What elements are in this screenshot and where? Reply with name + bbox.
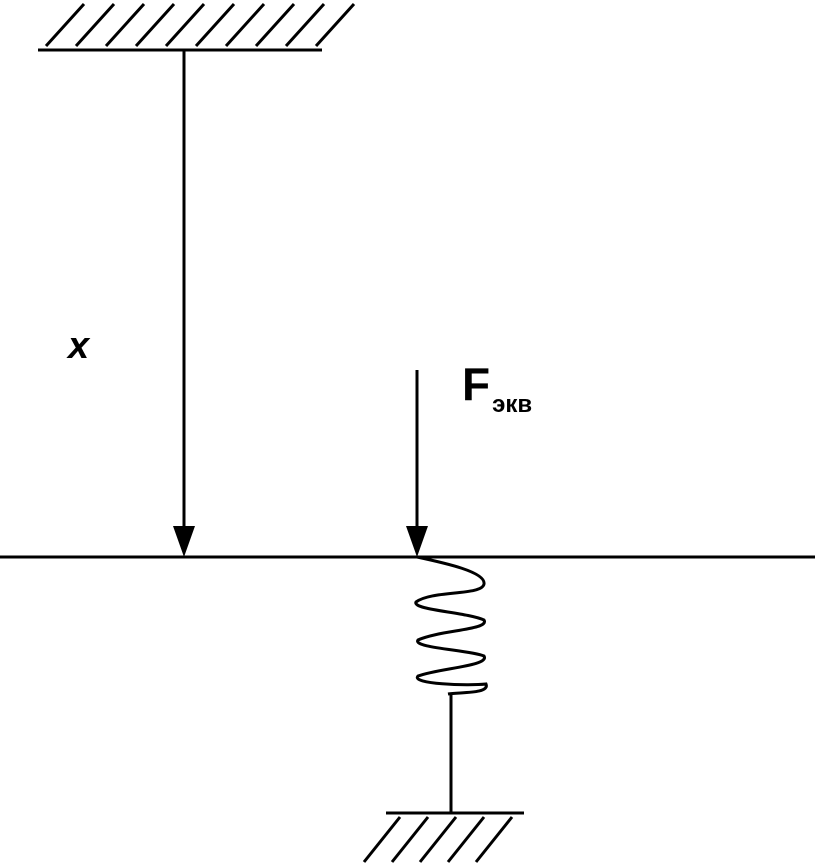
displacement-label: x <box>66 325 91 367</box>
bottom-fixed-support <box>362 811 524 863</box>
force-label-subscript: экв <box>492 391 532 418</box>
top-fixed-support <box>38 2 356 52</box>
bottom-support-hatching <box>362 816 514 863</box>
top-support-hatching <box>44 2 356 48</box>
force-label-main: F <box>462 358 490 410</box>
spring <box>414 555 488 812</box>
displacement-arrow-head <box>173 526 195 557</box>
spring-coil <box>414 555 488 696</box>
force-arrow-head <box>406 526 428 557</box>
force-label: Fэкв <box>462 358 532 418</box>
displacement-arrow <box>173 50 195 557</box>
force-arrow <box>406 370 428 557</box>
